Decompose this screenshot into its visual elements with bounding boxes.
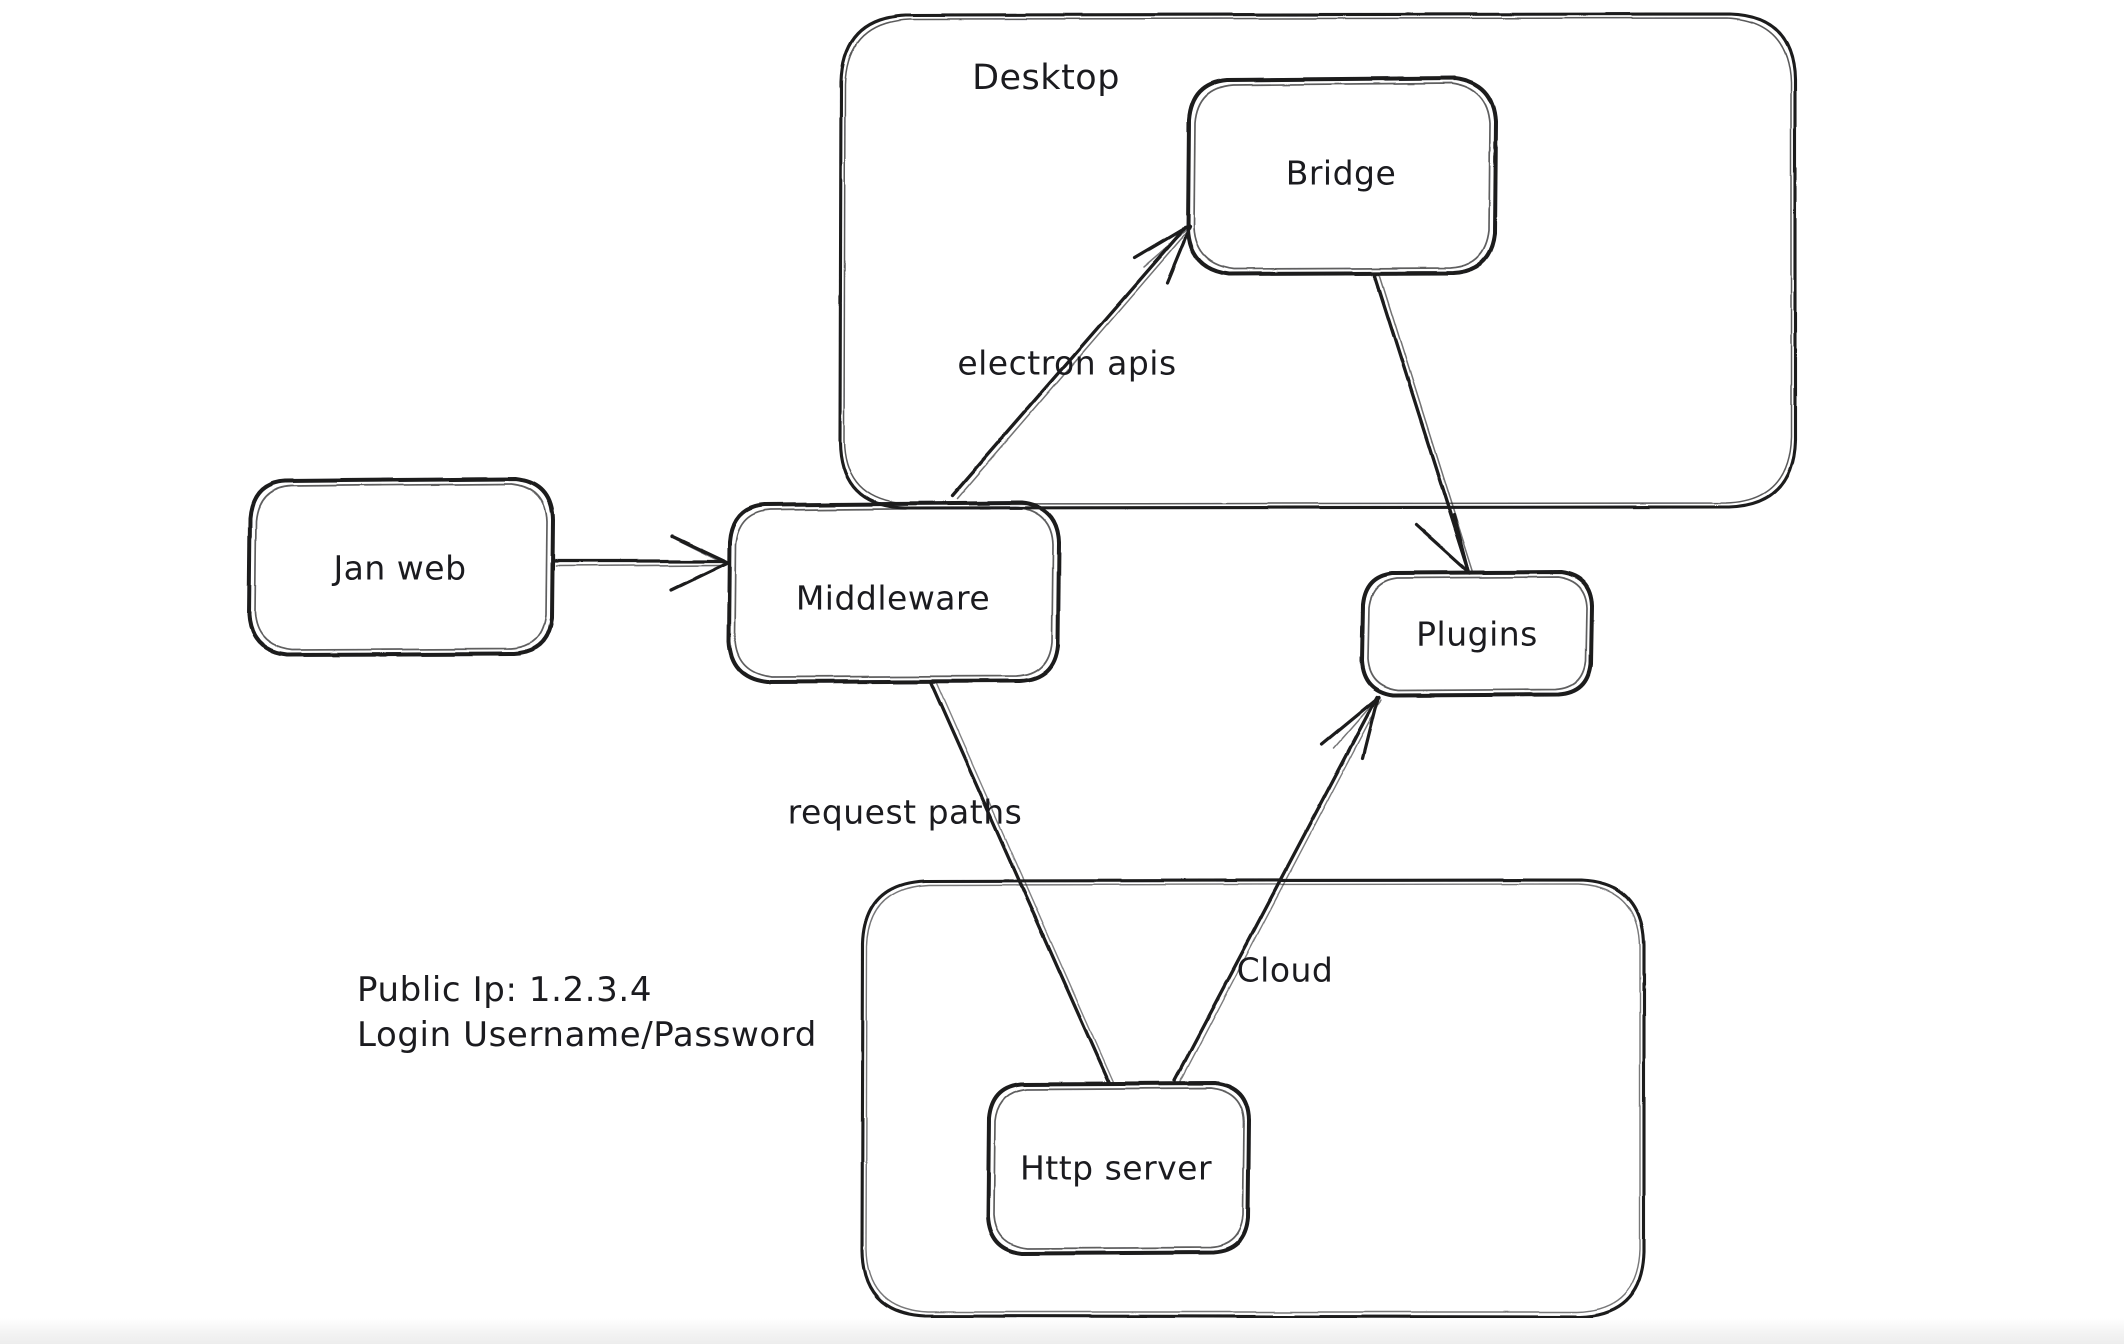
edge-middleware-to-httpserver	[929, 681, 1114, 1085]
group-container-desktop	[838, 12, 1797, 510]
edge-bridge-to-plugins	[1373, 274, 1474, 575]
note-line-login: Login Username/Password	[357, 1014, 817, 1055]
bottom-edge-strip	[0, 1318, 2124, 1344]
node-box-jan-web[interactable]	[247, 477, 555, 657]
node-box-middleware[interactable]	[727, 501, 1061, 684]
node-box-http-server[interactable]	[986, 1081, 1251, 1255]
edge-httpserver-to-plugins	[1173, 695, 1382, 1083]
server-credentials-note: Public Ip: 1.2.3.4 Login Username/Passwo…	[357, 968, 817, 1058]
group-container-cloud	[860, 878, 1646, 1319]
edge-janweb-to-middleware	[552, 534, 729, 592]
node-box-bridge[interactable]	[1186, 76, 1498, 276]
node-box-plugins[interactable]	[1360, 570, 1594, 697]
edge-middleware-to-bridge	[950, 224, 1192, 500]
note-line-public-ip: Public Ip: 1.2.3.4	[357, 970, 653, 1010]
